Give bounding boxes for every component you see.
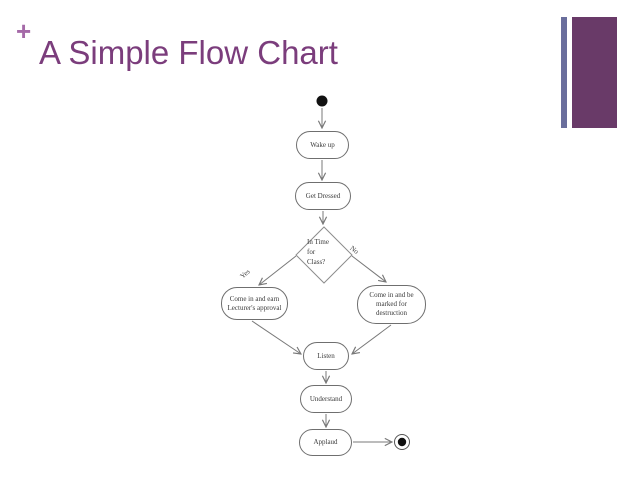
accent-bar-thin	[561, 17, 567, 128]
edge-no-branch	[351, 255, 386, 282]
accent-bar-wide	[572, 17, 617, 128]
node-earn-approval: Come in and earn Lecturer's approval	[221, 287, 288, 320]
edge-yes-branch	[259, 255, 297, 285]
node-applaud: Applaud	[299, 429, 352, 456]
node-get-dressed: Get Dressed	[295, 182, 351, 210]
flow-edges	[251, 108, 392, 442]
edge-marked-listen	[352, 324, 392, 354]
slide-title: A Simple Flow Chart	[39, 34, 338, 71]
plus-marker: +	[16, 16, 32, 46]
end-node-dot	[397, 437, 407, 447]
decision-label: In Time for Class?	[307, 238, 329, 266]
edge-earn-listen	[251, 320, 301, 354]
node-marked-destruction: Come in and be marked for destruction	[357, 285, 426, 324]
node-listen: Listen	[303, 342, 349, 370]
start-node	[316, 95, 328, 107]
node-understand: Understand	[300, 385, 352, 413]
node-wake-up: Wake up	[296, 131, 349, 159]
decision-diamond	[295, 226, 353, 284]
